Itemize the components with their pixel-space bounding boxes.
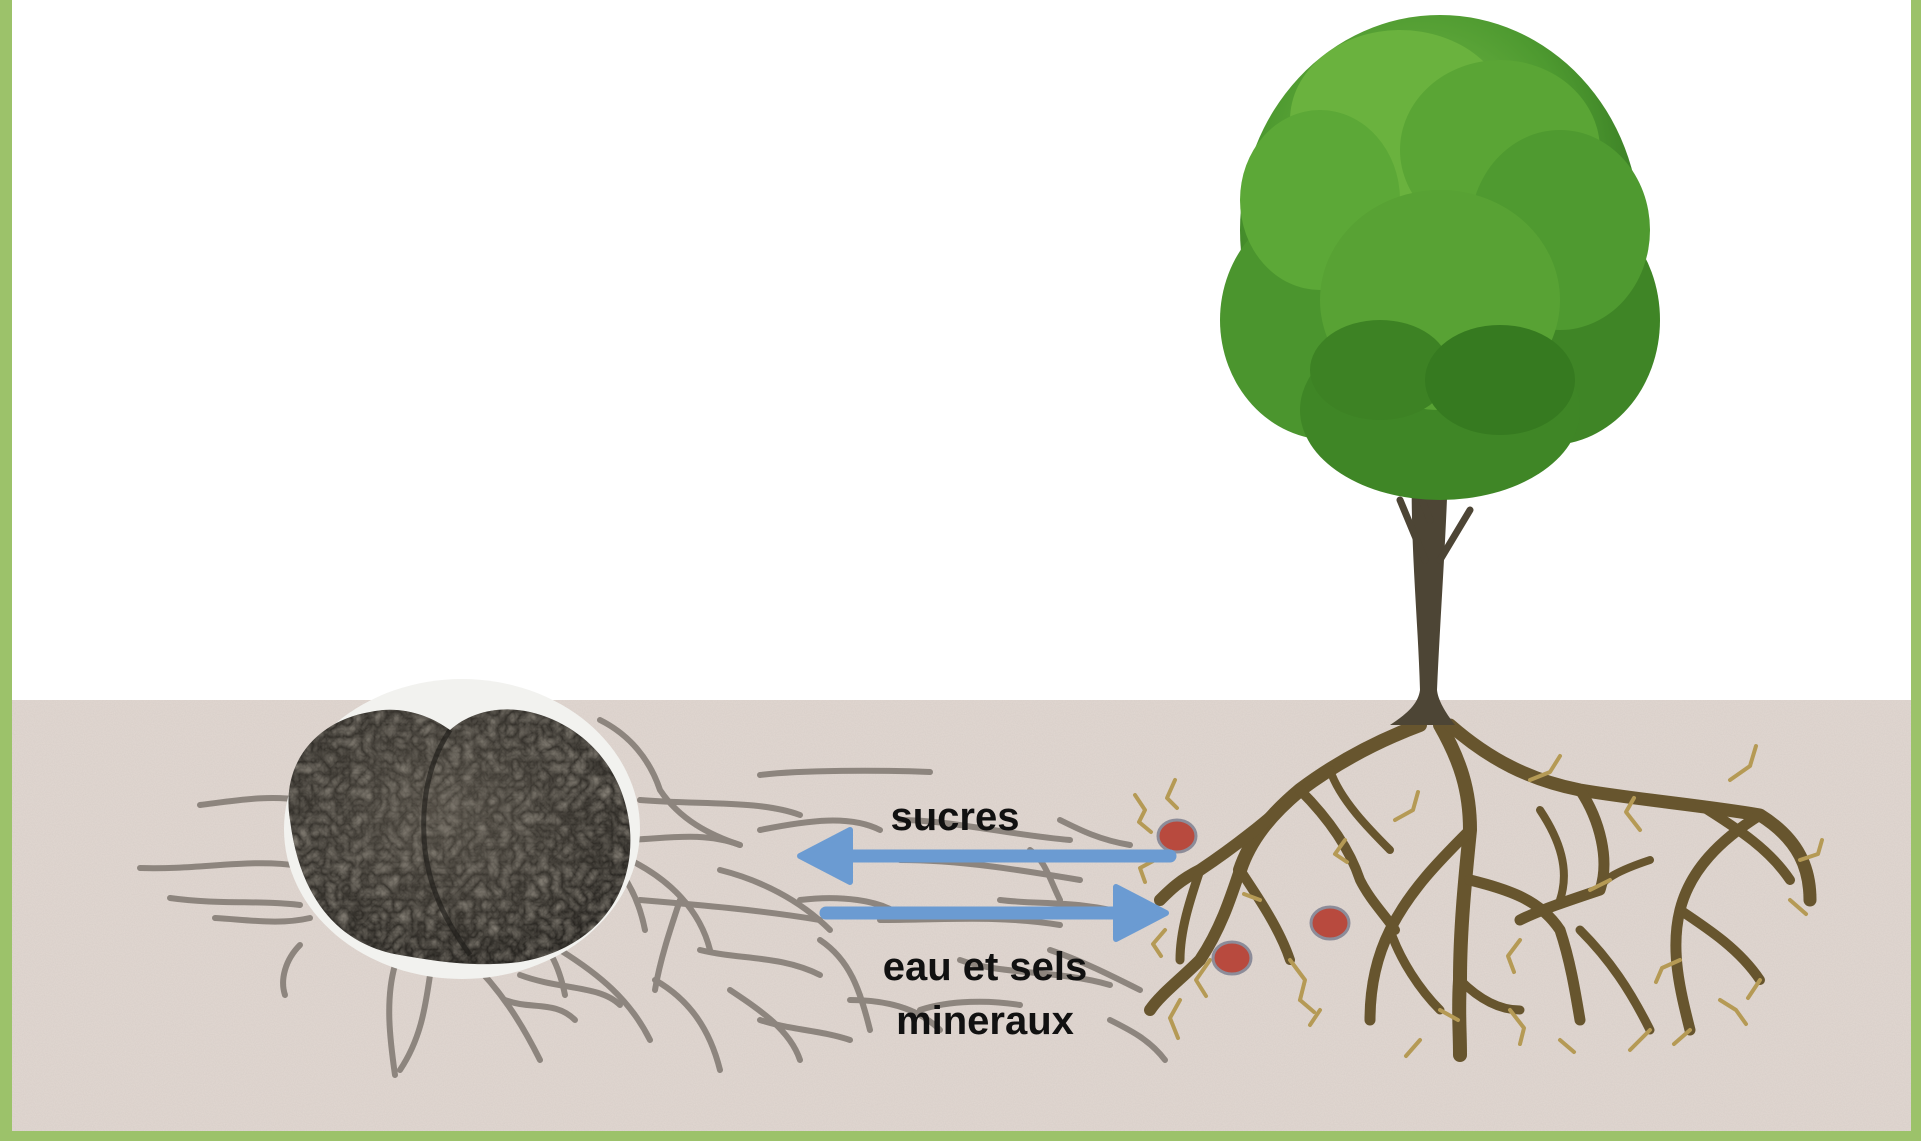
mycorrhiza-nodule: [1213, 942, 1251, 974]
water-minerals-label-line1: eau et sels: [830, 940, 1140, 994]
water-minerals-label-line2: mineraux: [830, 994, 1140, 1048]
deciduous-tree-icon: [1220, 15, 1660, 725]
mycorrhiza-nodule: [1311, 907, 1349, 939]
sugars-label: sucres: [860, 790, 1050, 844]
water-minerals-label: eau et sels mineraux: [830, 940, 1140, 1048]
mycorrhiza-nodule: [1158, 820, 1196, 852]
truffle-icon: [284, 679, 640, 979]
